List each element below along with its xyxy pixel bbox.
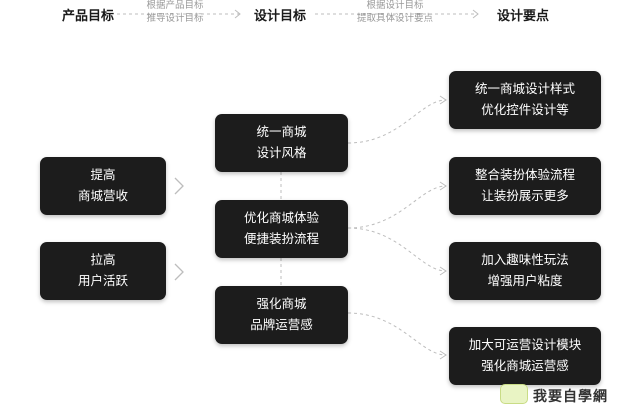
design-point-3-line-2: 增强用户粘度 [487, 274, 563, 288]
connector-goal2-point2 [347, 185, 447, 229]
product-goal-2-line-1: 拉高 [90, 253, 116, 267]
design-goal-3-line-2: 品牌运营感 [250, 318, 313, 332]
product-goal-2-line-2: 用户活跃 [77, 274, 128, 288]
design-point-2-line-1: 整合装扮体验流程 [474, 168, 575, 182]
design-goal-node-2: 优化商城体验 便捷装扮流程 [215, 200, 348, 258]
design-goal-1-line-2: 设计风格 [256, 146, 307, 160]
logo-text: 我要自學網 [533, 388, 608, 404]
design-goal-2-line-1: 优化商城体验 [243, 211, 319, 225]
design-goal-2-line-2: 便捷装扮流程 [243, 232, 319, 246]
design-point-3-line-1: 加入趣味性玩法 [481, 253, 569, 267]
chevron-right-icon [174, 263, 184, 281]
column-title-product-goals: 产品目标 [62, 8, 115, 23]
connector-goal3-point4-head [439, 350, 447, 360]
header-arrow-1-head [234, 9, 241, 19]
design-point-node-4: 加大可运营设计模块 强化商城运营感 [449, 327, 601, 385]
arrow-note-1-line-1: 根据产品目标 [146, 0, 204, 11]
design-point-node-3: 加入趣味性玩法 增强用户粘度 [449, 242, 601, 300]
arrow-note-2: 根据设计目标 提取具体设计要点 [335, 0, 455, 25]
product-goal-1-line-1: 提高 [90, 168, 116, 182]
logo-icon [500, 384, 528, 404]
column-title-design-points: 设计要点 [497, 8, 550, 23]
design-goal-3-line-1: 强化商城 [256, 297, 307, 311]
connector-goal3-point4 [347, 312, 447, 356]
design-goal-1-line-1: 统一商城 [256, 125, 307, 139]
product-goal-1-line-2: 商城营收 [77, 189, 128, 203]
design-point-1-line-1: 统一商城设计样式 [474, 82, 575, 96]
column-title-design-goals: 设计目标 [254, 8, 307, 23]
design-point-4-line-1: 加大可运营设计模块 [468, 338, 582, 352]
chevron-right-icon [174, 177, 184, 195]
design-point-node-2: 整合装扮体验流程 让装扮展示更多 [449, 157, 601, 215]
design-point-4-line-2: 强化商城运营感 [481, 359, 569, 373]
design-goal-node-1: 统一商城 设计风格 [215, 114, 348, 172]
design-point-node-1: 统一商城设计样式 优化控件设计等 [449, 71, 601, 129]
design-goal-node-3: 强化商城 品牌运营感 [215, 286, 348, 344]
header-arrow-2-head [472, 9, 479, 19]
arrow-note-1: 根据产品目标 推导设计目标 [115, 0, 235, 25]
product-goal-node-2: 拉高 用户活跃 [40, 242, 166, 300]
arrow-note-2-line-2: 提取具体设计要点 [356, 13, 433, 24]
design-point-2-line-2: 让装扮展示更多 [481, 189, 569, 203]
connector-goal2-point2-head [439, 181, 447, 191]
watermark-logo: 我要自學網 [500, 384, 640, 404]
connector-goal1-point1-head [439, 95, 447, 105]
arrow-note-2-line-1: 根据设计目标 [366, 0, 424, 11]
design-point-1-line-2: 优化控件设计等 [481, 103, 569, 117]
product-goal-node-1: 提高 商城营收 [40, 157, 166, 215]
connector-goal2-point3 [347, 227, 447, 272]
arrow-note-1-line-2: 推导设计目标 [146, 13, 204, 24]
connector-goal2-point3-head [439, 266, 447, 276]
connector-goal1-point1 [347, 99, 447, 144]
